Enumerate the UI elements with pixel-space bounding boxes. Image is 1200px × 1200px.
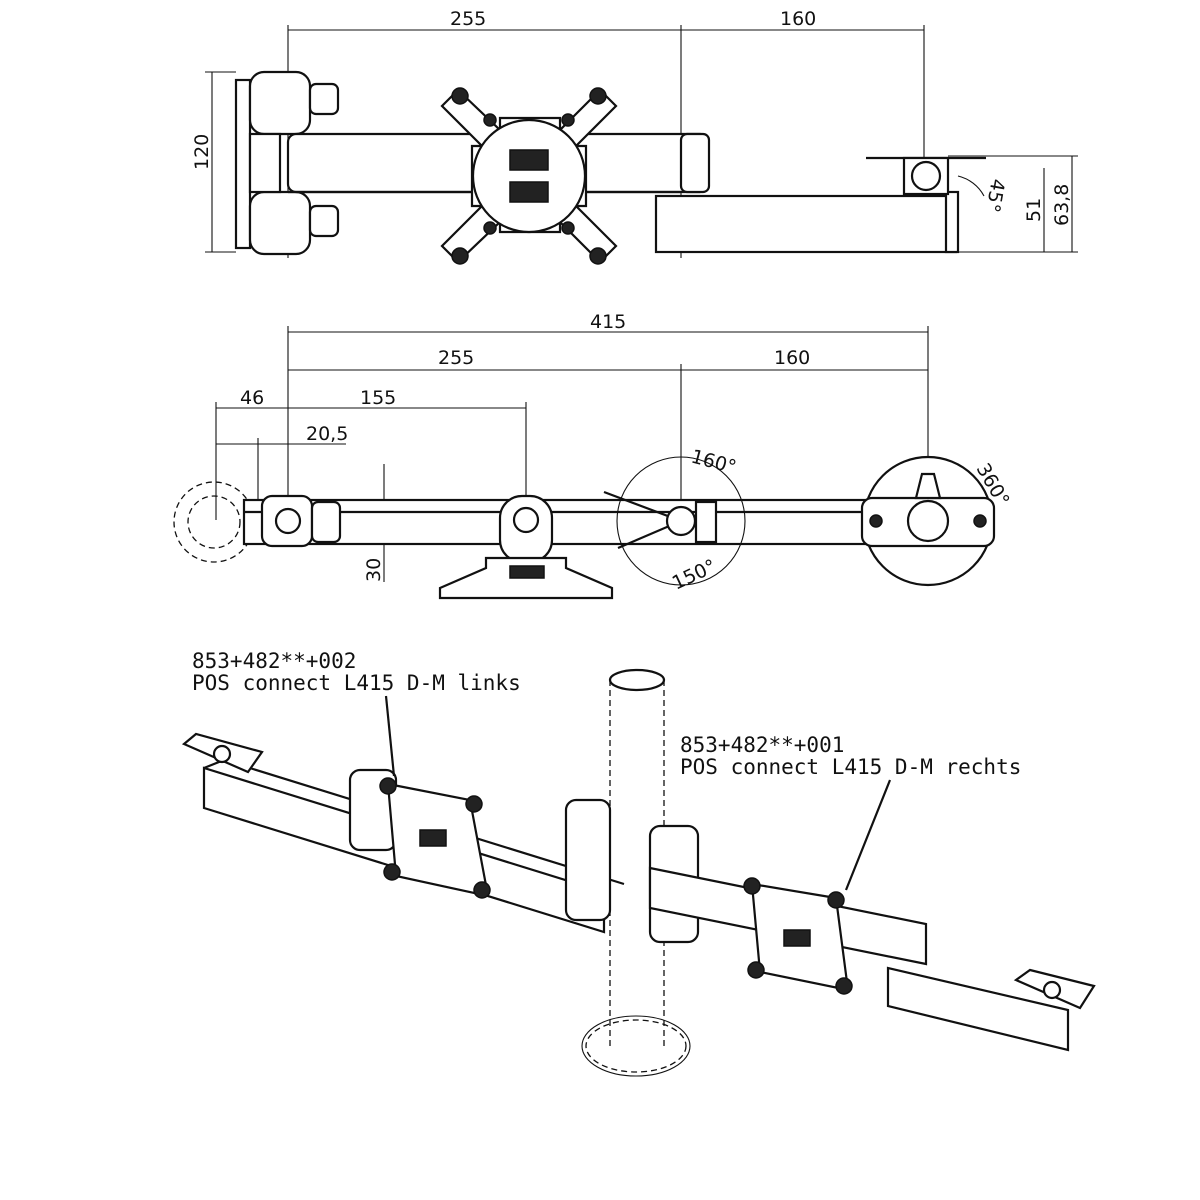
dim-46: 46 (240, 387, 264, 409)
top-view: 255 160 120 (191, 8, 1078, 265)
right-part-name: POS connect L415 D-M rechts (680, 755, 1021, 779)
side-view: 415 255 160 46 155 20,5 30 160° 150° (173, 311, 1014, 600)
dim-45deg: 45° (981, 177, 1009, 214)
dim-155: 155 (360, 387, 396, 409)
dim-120: 120 (191, 134, 213, 170)
dim-63-8: 63,8 (1051, 184, 1073, 226)
dim-255-top: 255 (450, 8, 486, 30)
dim-255-side: 255 (438, 347, 474, 369)
right-part-code: 853+482**+001 (680, 733, 844, 757)
dim-51: 51 (1023, 198, 1045, 222)
left-part-code: 853+482**+002 (192, 649, 356, 673)
vesa-plate-top (440, 87, 618, 265)
leader-right (844, 779, 892, 891)
angle-150: 150° (669, 555, 720, 594)
angle-160: 160° (689, 446, 739, 479)
dim-30: 30 (363, 558, 385, 582)
left-part-name: POS connect L415 D-M links (192, 671, 521, 695)
dim-20-5: 20,5 (306, 423, 348, 445)
dim-415: 415 (590, 311, 626, 333)
dim-160-top: 160 (780, 8, 816, 30)
dim-160-side: 160 (774, 347, 810, 369)
leader-left (384, 695, 396, 777)
iso-view: 853+482**+002 POS connect L415 D-M links… (181, 649, 1096, 1077)
